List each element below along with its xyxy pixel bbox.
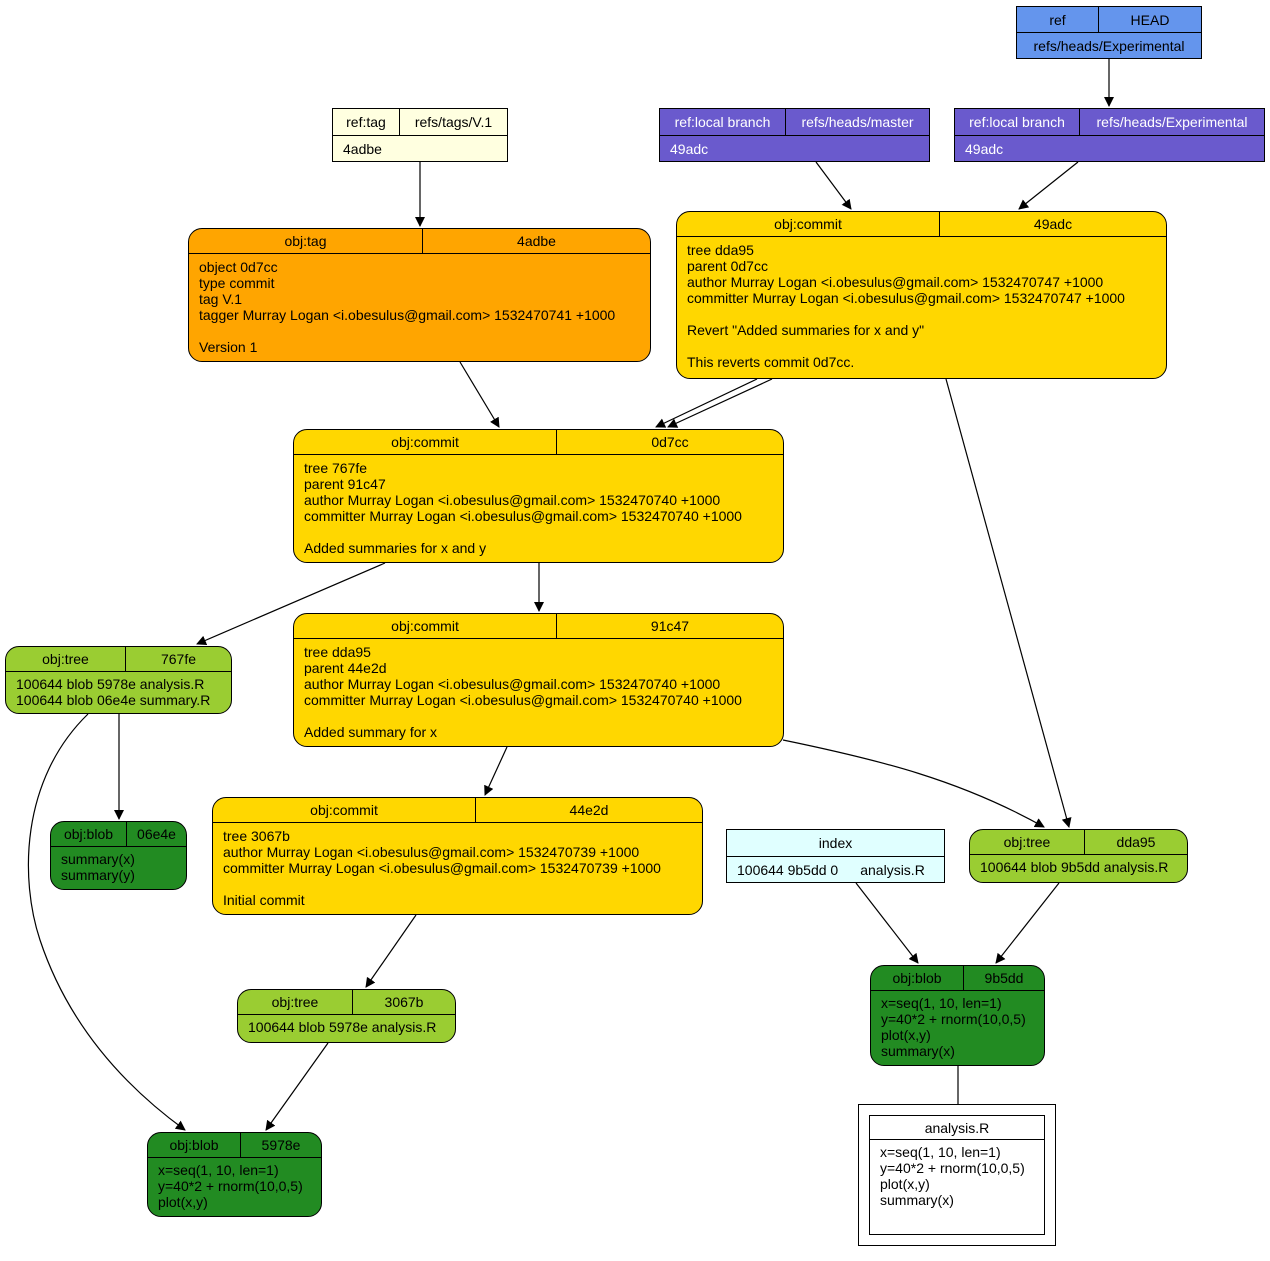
commit-91c47-hash: 91c47 <box>556 614 783 638</box>
edge-767fe-to-5978e <box>27 713 186 1131</box>
tree-767fe-node: obj:tree 767fe 100644 blob 5978e analysi… <box>5 646 232 714</box>
blob-9b5dd-hash: 9b5dd <box>963 966 1044 990</box>
obj-tag-type: obj:tag <box>284 233 327 249</box>
ref-master-name: refs/heads/master <box>785 109 929 135</box>
ref-experimental-node: ref:local branch refs/heads/Experimental… <box>954 108 1265 162</box>
ref-experimental-target: 49adc <box>965 141 1004 157</box>
tree-767fe-type: obj:tree <box>42 651 89 667</box>
commit-49adc-type: obj:commit <box>774 216 842 232</box>
index-file: analysis.R <box>860 862 925 878</box>
commit-44e2d-body: tree 3067b author Murray Logan <i.obesul… <box>223 828 661 908</box>
tree-767fe-hash: 767fe <box>125 647 231 671</box>
edge-master-to-49adc <box>815 161 852 210</box>
blob-06e4e-node: obj:blob 06e4e summary(x) summary(y) <box>50 821 187 890</box>
working-file-outer: analysis.R x=seq(1, 10, len=1) y=40*2 + … <box>858 1104 1056 1246</box>
commit-91c47-type: obj:commit <box>391 618 459 634</box>
tree-3067b-body: 100644 blob 5978e analysis.R <box>248 1019 437 1035</box>
obj-tag-node: obj:tag 4adbe object 0d7cc type commit t… <box>188 228 651 362</box>
working-file-body: x=seq(1, 10, len=1) y=40*2 + rnorm(10,0,… <box>880 1144 1025 1208</box>
ref-head-type: ref <box>1049 11 1066 28</box>
blob-9b5dd-node: obj:blob 9b5dd x=seq(1, 10, len=1) y=40*… <box>870 965 1045 1066</box>
tree-767fe-body: 100644 blob 5978e analysis.R 100644 blob… <box>16 676 211 708</box>
commit-0d7cc-hash: 0d7cc <box>556 430 783 454</box>
commit-44e2d-node: obj:commit 44e2d tree 3067b author Murra… <box>212 797 703 915</box>
commit-91c47-body: tree dda95 parent 44e2d author Murray Lo… <box>304 644 742 740</box>
tree-dda95-node: obj:tree dda95 100644 blob 9b5dd analysi… <box>969 829 1188 883</box>
blob-9b5dd-type: obj:blob <box>892 970 942 986</box>
commit-49adc-body: tree dda95 parent 0d7cc author Murray Lo… <box>687 242 1125 370</box>
index-node: index 100644 9b5dd 0 analysis.R <box>726 829 945 883</box>
blob-9b5dd-body: x=seq(1, 10, len=1) y=40*2 + rnorm(10,0,… <box>881 995 1026 1059</box>
obj-tag-body: object 0d7cc type commit tag V.1 tagger … <box>199 259 616 355</box>
edge-91c47-to-dda95 <box>782 739 1045 828</box>
blob-5978e-node: obj:blob 5978e x=seq(1, 10, len=1) y=40*… <box>147 1132 322 1217</box>
edge-49adc-to-0d7cc-a <box>655 378 758 428</box>
blob-5978e-body: x=seq(1, 10, len=1) y=40*2 + rnorm(10,0,… <box>158 1162 303 1210</box>
edge-91c47-to-44e2d <box>484 746 508 796</box>
working-file-title: analysis.R <box>924 1119 990 1136</box>
commit-44e2d-hash: 44e2d <box>475 798 702 822</box>
tree-dda95-hash: dda95 <box>1084 830 1187 854</box>
ref-master-type: ref:local branch <box>674 114 771 130</box>
commit-44e2d-type: obj:commit <box>310 802 378 818</box>
ref-head-node: ref HEAD refs/heads/Experimental <box>1016 6 1202 59</box>
commit-0d7cc-type: obj:commit <box>391 434 459 450</box>
blob-5978e-type: obj:blob <box>169 1137 219 1153</box>
ref-tag-target: 4adbe <box>343 141 382 157</box>
commit-49adc-node: obj:commit 49adc tree dda95 parent 0d7cc… <box>676 211 1167 379</box>
commit-0d7cc-node: obj:commit 0d7cc tree 767fe parent 91c47… <box>293 429 784 563</box>
ref-head-name: HEAD <box>1098 7 1201 32</box>
ref-tag-name: refs/tags/V.1 <box>399 109 507 135</box>
tree-dda95-body: 100644 blob 9b5dd analysis.R <box>980 859 1169 875</box>
edge-44e2d-to-3067b <box>365 914 417 988</box>
index-title: index <box>818 835 853 851</box>
blob-5978e-hash: 5978e <box>240 1133 321 1157</box>
tree-3067b-type: obj:tree <box>271 994 319 1010</box>
blob-06e4e-hash: 06e4e <box>126 822 186 846</box>
edge-0d7cc-to-767fe <box>196 562 386 646</box>
edge-experimental-to-49adc <box>1018 161 1079 210</box>
edge-49adc-to-dda95 <box>945 378 1072 828</box>
obj-tag-hash: 4adbe <box>422 229 650 253</box>
tree-3067b-hash: 3067b <box>352 990 455 1014</box>
tree-3067b-node: obj:tree 3067b 100644 blob 5978e analysi… <box>237 989 456 1043</box>
edge-dda95-to-9b5dd <box>995 882 1060 964</box>
index-entry: 100644 9b5dd 0 <box>737 862 839 878</box>
edge-3067b-to-5978e <box>265 1042 329 1131</box>
ref-experimental-name: refs/heads/Experimental <box>1079 109 1264 135</box>
ref-tag-type: ref:tag <box>346 114 386 130</box>
ref-experimental-type: ref:local branch <box>969 114 1065 130</box>
ref-tag-node: ref:tag refs/tags/V.1 4adbe <box>332 108 508 162</box>
ref-master-target: 49adc <box>670 141 709 157</box>
edge-tag-to-0d7cc <box>459 361 500 428</box>
ref-head-target: refs/heads/Experimental <box>1033 38 1185 54</box>
commit-0d7cc-body: tree 767fe parent 91c47 author Murray Lo… <box>304 460 742 556</box>
blob-06e4e-type: obj:blob <box>63 826 114 842</box>
commit-91c47-node: obj:commit 91c47 tree dda95 parent 44e2d… <box>293 613 784 747</box>
edge-index-to-9b5dd <box>855 882 919 964</box>
commit-49adc-hash: 49adc <box>939 212 1166 236</box>
tree-dda95-type: obj:tree <box>1003 834 1051 850</box>
working-file-node: analysis.R x=seq(1, 10, len=1) y=40*2 + … <box>869 1115 1045 1235</box>
edge-49adc-to-0d7cc-b <box>667 378 773 428</box>
ref-master-node: ref:local branch refs/heads/master 49adc <box>659 108 930 162</box>
blob-06e4e-body: summary(x) summary(y) <box>61 851 135 883</box>
